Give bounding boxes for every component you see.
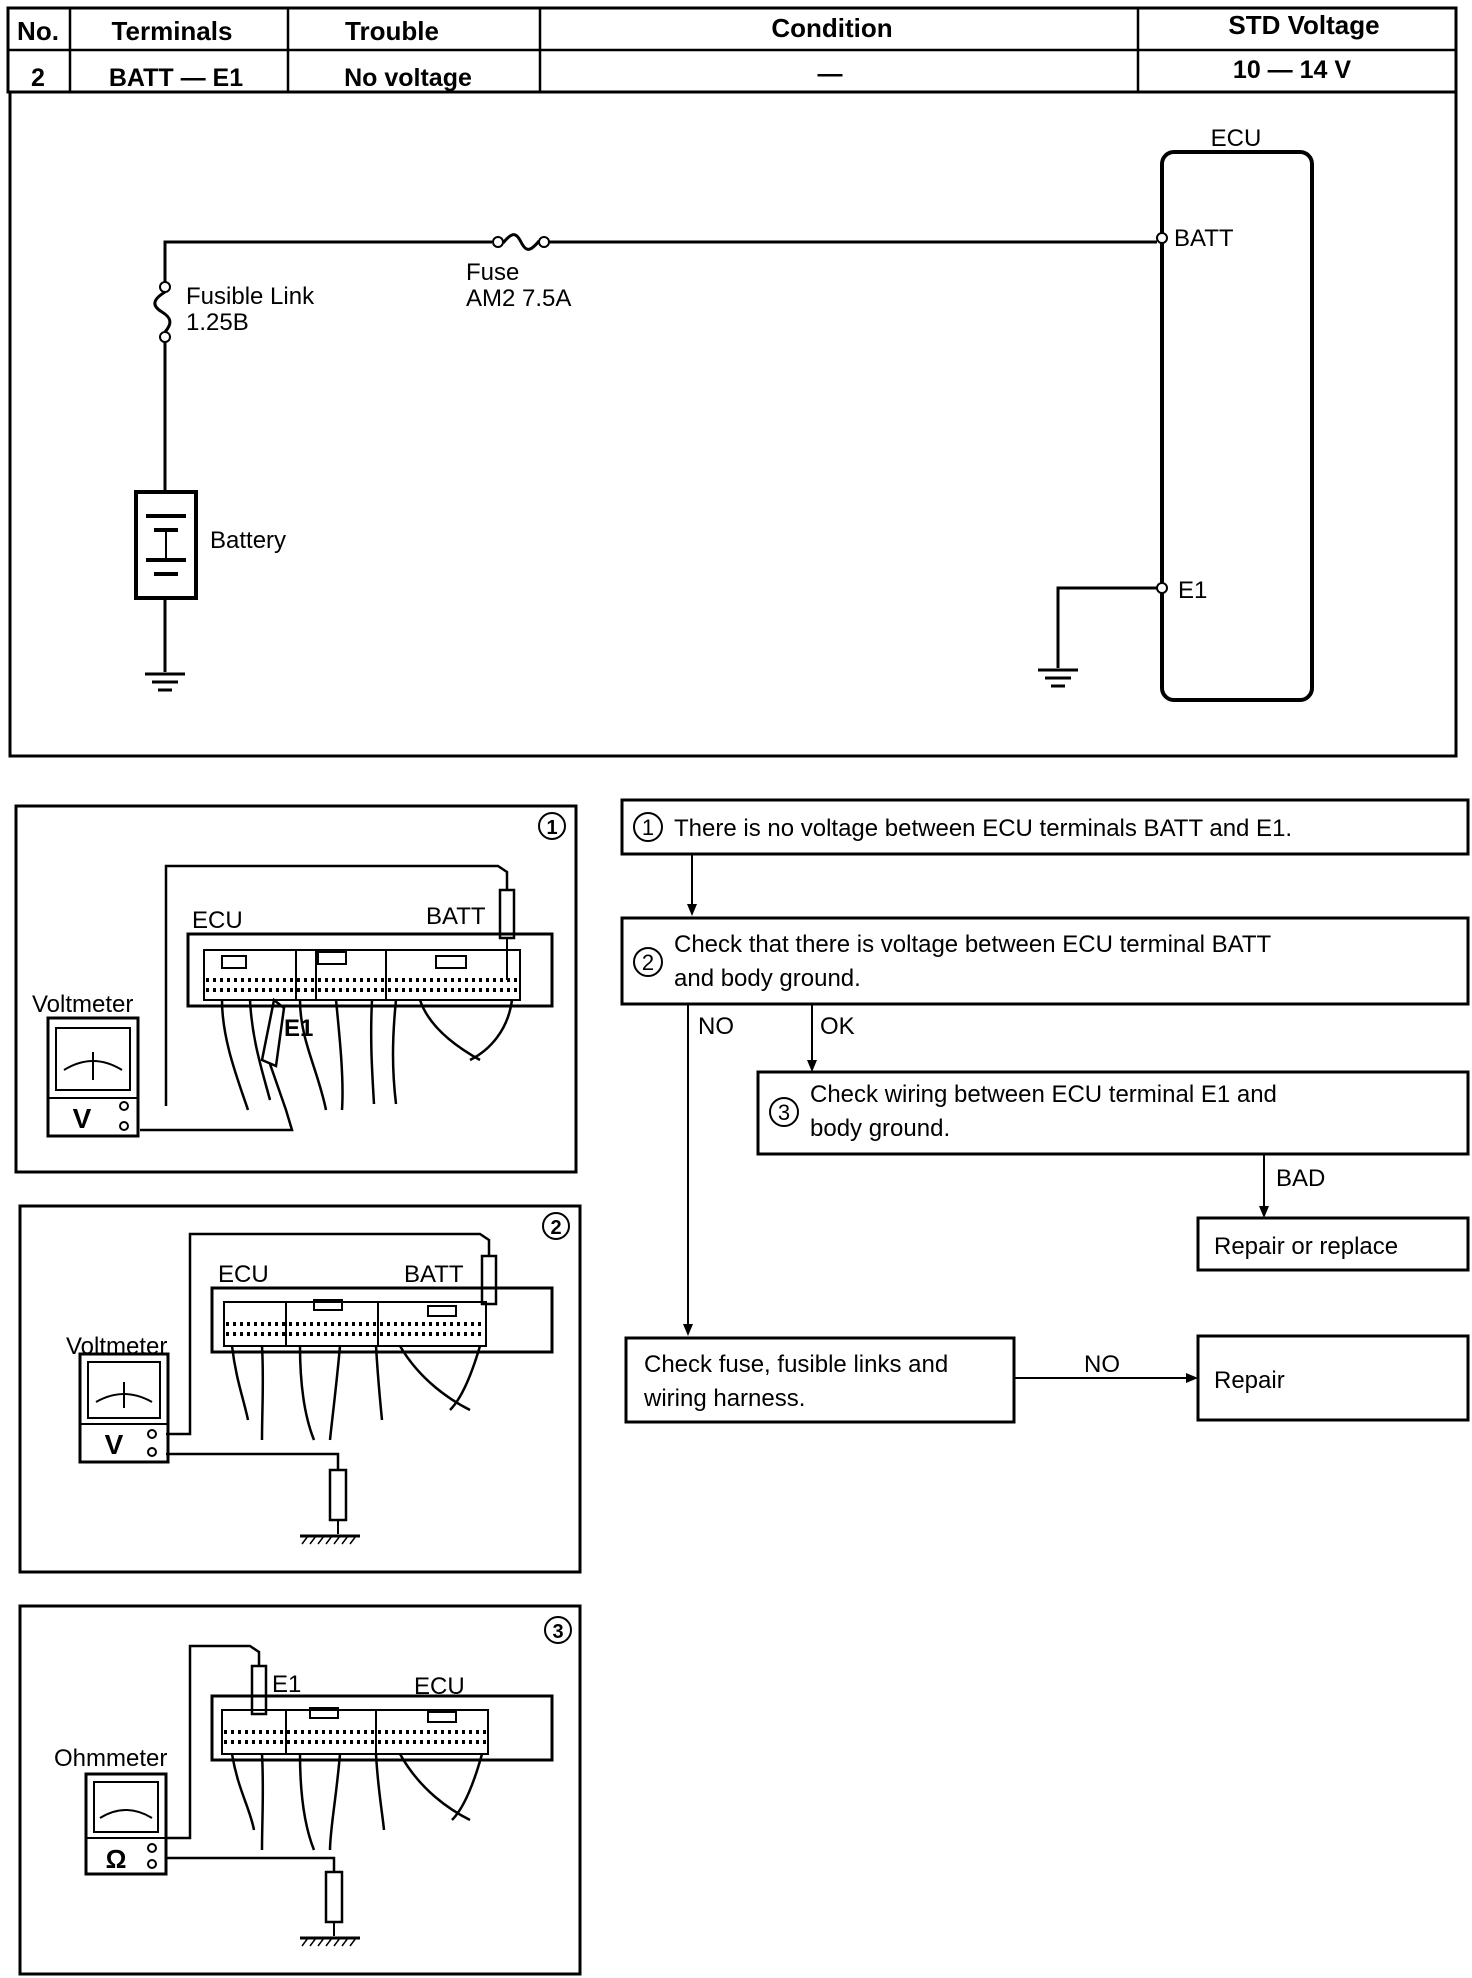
fuse-label-1: Fuse	[466, 259, 519, 286]
illustration-1-meter-symbol: V	[73, 1103, 92, 1134]
flow-step-2-line-2: and body ground.	[674, 965, 861, 992]
battery-symbol	[134, 490, 198, 600]
ecu-label: ECU	[1211, 125, 1262, 152]
flow-step-1-text: There is no voltage between ECU terminal…	[674, 815, 1292, 842]
voltmeter-2	[78, 1352, 170, 1464]
flow-step-3-line-2: body ground.	[810, 1115, 950, 1142]
flow-step-2-box	[620, 916, 1470, 1006]
cell-trouble: No voltage	[344, 64, 472, 92]
flow-step-2-number: 2	[642, 950, 654, 975]
illustration-3-meter-label: Ohmmeter	[54, 1745, 167, 1772]
header-std-voltage: STD Voltage	[1228, 10, 1379, 40]
illustration-2: 2 ECU BATT V Voltmeter	[18, 1204, 582, 1574]
flow-step-3-box	[756, 1070, 1470, 1156]
fusible-link-label-2: 1.25B	[186, 309, 249, 336]
illustration-2-meter-symbol: V	[105, 1429, 124, 1460]
flow-repair-text: Repair	[1214, 1367, 1285, 1394]
illustration-2-batt: BATT	[404, 1261, 464, 1288]
cell-condition: —	[818, 60, 843, 88]
flow-step-3-number: 3	[778, 1100, 790, 1125]
flow-step-2-line-1: Check that there is voltage between ECU …	[674, 931, 1271, 958]
header-no: No.	[17, 16, 59, 46]
batt-terminal-dot	[1156, 232, 1168, 244]
spec-table: No. Terminals Trouble Condition STD Volt…	[6, 6, 1458, 94]
cell-no: 2	[31, 64, 45, 92]
illustration-1-meter-label: Voltmeter	[32, 991, 133, 1018]
illustration-2-number: 2	[550, 1217, 561, 1239]
fusible-link-symbol	[153, 281, 172, 343]
illustration-3-number: 3	[552, 1621, 563, 1643]
illustration-1-number: 1	[546, 817, 557, 839]
flow-bad-label: BAD	[1276, 1165, 1325, 1192]
flow-repair-replace-box	[1196, 1216, 1470, 1272]
battery-label: Battery	[210, 527, 286, 554]
header-terminals: Terminals	[112, 16, 233, 46]
illustration-3-e1: E1	[272, 1671, 301, 1698]
fuse-symbol	[492, 233, 550, 251]
illustration-1-ecu: ECU	[192, 907, 243, 934]
flow-check-fuse-line-1: Check fuse, fusible links and	[644, 1351, 948, 1378]
fusible-link-label-1: Fusible Link	[186, 283, 315, 310]
illustration-3-meter-symbol: Ω	[106, 1844, 127, 1874]
e1-terminal-dot	[1156, 582, 1168, 594]
flow-step-1-number: 1	[642, 815, 654, 840]
flow-repair-box	[1196, 1334, 1470, 1422]
illustration-3: 3 E1 ECU Ω Ohmmeter	[18, 1604, 582, 1976]
illustration-2-meter-label: Voltmeter	[66, 1333, 167, 1360]
battery-ground-icon	[145, 672, 185, 692]
header-trouble: Trouble	[345, 16, 439, 46]
flow-step-3-line-1: Check wiring between ECU terminal E1 and	[810, 1081, 1277, 1108]
e1-terminal-label: E1	[1178, 577, 1207, 604]
cell-std-voltage: 10 — 14 V	[1233, 56, 1351, 84]
illustration-1: 1 ECU BATT E1 V Voltmeter	[14, 804, 578, 1174]
flow-no2-label: NO	[1084, 1351, 1120, 1378]
ecu-block	[1160, 150, 1314, 702]
cell-terminals: BATT — E1	[109, 64, 243, 92]
voltmeter-1	[46, 1016, 140, 1138]
flow-step-1-box	[620, 798, 1470, 856]
flow-check-fuse-box	[624, 1336, 1016, 1424]
ohmmeter-3	[84, 1772, 168, 1876]
flow-ok-label: OK	[820, 1013, 855, 1040]
flowchart: 1 There is no voltage between ECU termin…	[620, 798, 1470, 1424]
illustration-1-batt: BATT	[426, 903, 486, 930]
illustration-3-ecu: ECU	[414, 1673, 465, 1700]
header-condition: Condition	[771, 13, 892, 43]
ecu-ground-icon	[1038, 668, 1078, 688]
batt-terminal-label: BATT	[1174, 225, 1234, 252]
flow-check-fuse-line-2: wiring harness.	[643, 1385, 805, 1412]
circuit-diagram: ECU BATT E1 Fuse AM2 7.5A Fusible Link 1…	[8, 90, 1458, 758]
fuse-label-2: AM2 7.5A	[466, 285, 571, 312]
flow-no-label: NO	[698, 1013, 734, 1040]
flow-repair-replace-text: Repair or replace	[1214, 1233, 1398, 1260]
illustration-1-e1: E1	[284, 1015, 313, 1042]
illustration-2-ecu: ECU	[218, 1261, 269, 1288]
